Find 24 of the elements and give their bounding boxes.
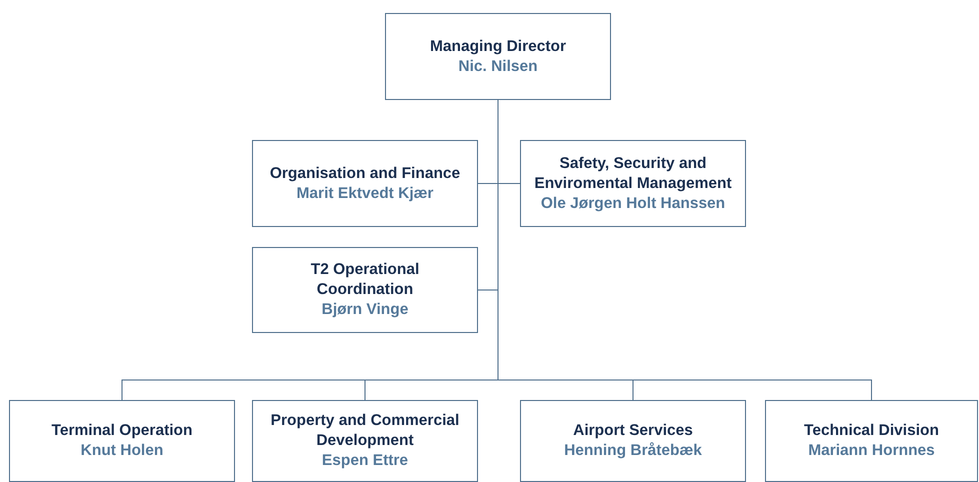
org-box (520, 140, 746, 227)
person-name: Henning Bråtebæk (564, 441, 702, 461)
person-name: Ole Jørgen Holt Hanssen (540, 194, 726, 214)
person-name: Bjørn Vinge (322, 300, 408, 320)
position-title: Safety, Security and Enviromental Management (533, 154, 733, 194)
org-box (252, 400, 478, 482)
person-name: Nic. Nilsen (458, 56, 538, 76)
org-box (385, 13, 611, 100)
position-title: Technical Division (804, 421, 939, 441)
org-box (520, 400, 746, 482)
person-name: Espen Ettre (322, 451, 408, 471)
position-title: T2 Operational Coordination (310, 260, 420, 300)
org-box (252, 140, 478, 227)
position-title: Managing Director (430, 36, 566, 56)
org-box (9, 400, 235, 482)
position-title: Terminal Operation (52, 421, 192, 441)
person-name: Marit Ektvedt Kjær (296, 184, 434, 204)
org-box (765, 400, 978, 482)
org-box (252, 247, 478, 333)
position-title: Airport Services (573, 421, 693, 441)
position-title: Property and Commercial Development (270, 411, 460, 451)
position-title: Organisation and Finance (270, 164, 460, 184)
person-name: Knut Holen (80, 441, 164, 461)
person-name: Mariann Hornnes (808, 441, 935, 461)
